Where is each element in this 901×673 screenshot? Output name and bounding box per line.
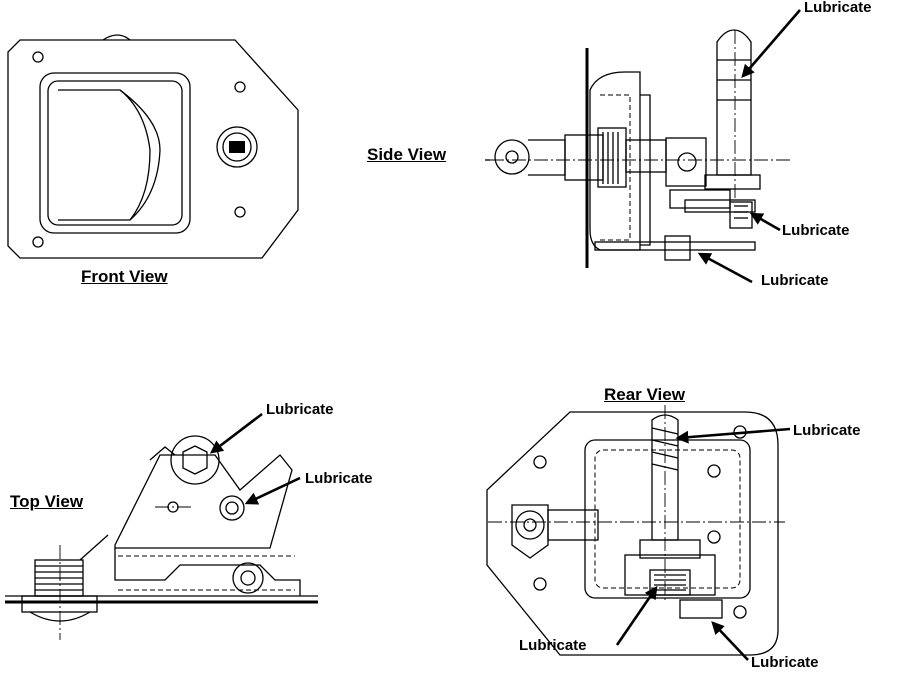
lubricate-label: Lubricate (519, 637, 587, 654)
top-view-title: Top View (10, 492, 84, 511)
lubricate-label: Lubricate (751, 654, 819, 671)
front-view-title: Front View (81, 267, 168, 286)
top-view-drawing (5, 435, 318, 640)
callout-arrows (209, 9, 801, 661)
lubricate-label: Lubricate (266, 401, 334, 418)
side-view-drawing (490, 29, 790, 268)
lubricate-label: Lubricate (793, 422, 861, 439)
lubricate-label: Lubricate (305, 470, 373, 487)
front-view-drawing (7, 34, 299, 259)
side-view-title: Side View (367, 145, 447, 164)
rear-view-title: Rear View (604, 385, 685, 404)
lubricate-label: Lubricate (761, 272, 829, 289)
lubricate-label: Lubricate (782, 222, 850, 239)
lubricate-label: Lubricate (804, 0, 872, 16)
rear-view-drawing (486, 405, 785, 656)
